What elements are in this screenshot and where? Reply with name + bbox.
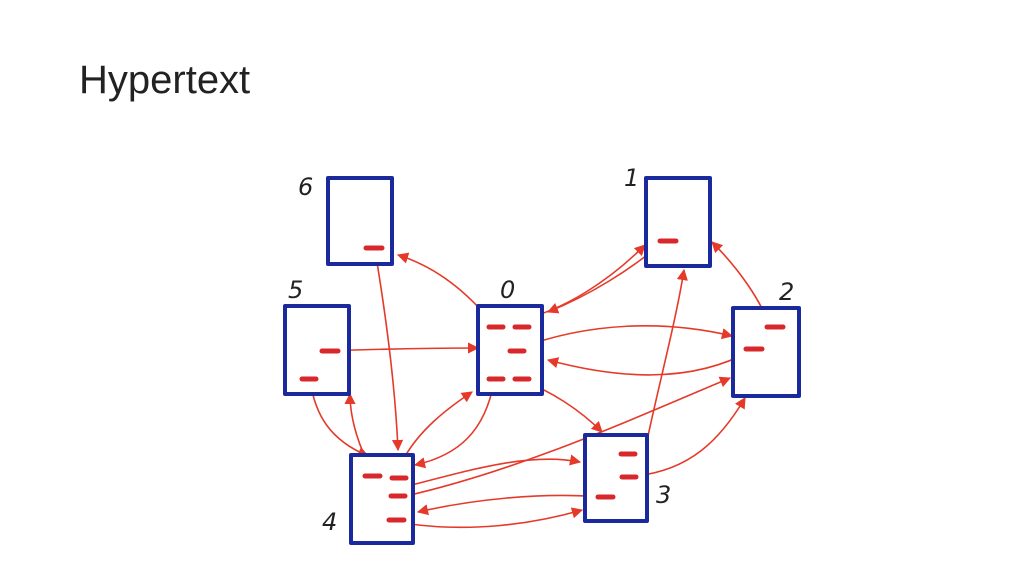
link-arrow-3-to-4 (416, 494, 601, 516)
link-arrow-0-to-2 (519, 325, 734, 349)
link-arrow-4-to-2 (405, 376, 732, 497)
page-label-2: 2 (779, 278, 794, 306)
link-arrow-0-to-6 (396, 252, 489, 319)
page-label-6: 6 (298, 173, 313, 201)
page-label-5: 5 (288, 276, 303, 304)
page-labels: 6 1 5 0 2 4 3 (288, 164, 794, 536)
slide-title: Hypertext (79, 58, 251, 102)
page-box-1 (644, 176, 712, 268)
page-box-2 (731, 306, 801, 398)
page-label-1: 1 (624, 164, 639, 192)
page-boxes (283, 176, 801, 545)
link-arrow-0-to-4 (413, 381, 495, 469)
link-anchors (299, 238, 786, 523)
page-label-4: 4 (322, 508, 337, 536)
link-arrow-3-to-1 (647, 268, 688, 437)
link-arrow-4-to-0 (403, 391, 473, 459)
link-arrow-2-to-0 (546, 349, 753, 376)
page-label-3: 3 (656, 481, 671, 509)
page-label-0: 0 (500, 276, 515, 304)
link-arrow-3-to-4-lower (409, 507, 584, 529)
link-arrow-3-to-2 (635, 397, 746, 477)
page-box-6 (326, 176, 394, 266)
link-arrow-6-to-4 (374, 249, 404, 452)
link-arrow-4-to-3 (407, 454, 582, 487)
page-box-4 (349, 453, 415, 545)
